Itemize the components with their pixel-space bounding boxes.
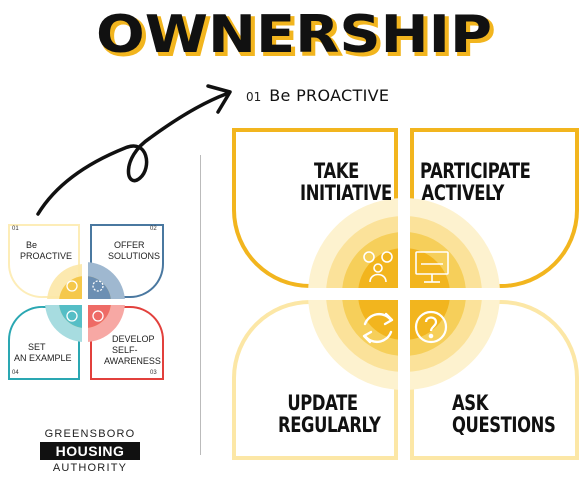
small-petal-label: AN EXAMPLE — [14, 353, 72, 363]
curved-arrow-icon — [36, 84, 232, 216]
divider — [200, 155, 201, 455]
small-petal-number: 02 — [150, 226, 157, 232]
small-lightbulb-icon — [66, 280, 78, 292]
logo-line-3: AUTHORITY — [52, 462, 128, 474]
small-group-icon — [66, 310, 78, 322]
ownership-diagram — [228, 124, 583, 464]
presentation-board-icon — [415, 251, 449, 283]
small-person-icon — [92, 310, 104, 322]
petal-label-participate: PARTICIPATE ACTIVELY — [420, 159, 531, 205]
title-shadow: OWNERSHIP — [99, 8, 495, 64]
step-title: Be PROACTIVE — [269, 86, 390, 105]
question-bubble-icon — [414, 310, 448, 344]
small-petal-number: 01 — [12, 226, 19, 232]
page-title: OWNERSHIP OWNERSHIP — [96, 5, 496, 64]
small-petal-label: Be — [26, 240, 38, 250]
small-petal-label: SET — [28, 342, 46, 352]
petal-label-line: PARTICIPATE — [420, 159, 531, 183]
small-petal-label: AWARENESS — [104, 356, 161, 366]
petal-label-line: UPDATE — [287, 391, 358, 415]
small-petal-number: 03 — [150, 370, 157, 376]
petal-label-line: REGULARLY — [278, 413, 381, 437]
small-petal-label: DEVELOP — [112, 334, 155, 344]
petal-label-line: ACTIVELY — [421, 181, 505, 205]
refresh-icon — [362, 312, 394, 344]
logo-line-2: HOUSING — [40, 442, 140, 460]
people-ideas-icon — [363, 251, 393, 283]
step-number: 01 — [246, 90, 262, 104]
small-petal-label: PROACTIVE — [20, 251, 73, 261]
small-diagram — [4, 222, 168, 382]
small-petal-number: 04 — [12, 370, 19, 376]
petal-label-line: TAKE — [314, 159, 359, 183]
small-petal-label: SOLUTIONS — [108, 251, 161, 261]
logo-line-1: GREENSBORO — [44, 428, 136, 440]
step-heading: 01 Be PROACTIVE — [246, 86, 389, 108]
title-text: OWNERSHIP — [96, 5, 492, 64]
organization-logo: GREENSBORO HOUSING AUTHORITY — [40, 428, 140, 474]
petal-label-take: TAKE INITIATIVE — [300, 160, 392, 204]
small-gear-icon — [92, 280, 104, 292]
petal-label-line: ASK — [452, 391, 489, 415]
small-petal-label: SELF- — [112, 345, 138, 355]
petal-label-line: INITIATIVE — [300, 181, 392, 205]
petal-label-update: UPDATE REGULARLY — [278, 392, 381, 436]
small-petal-label: OFFER — [114, 240, 145, 250]
petal-label-line: QUESTIONS — [452, 413, 556, 437]
petal-label-ask: ASK QUESTIONS — [452, 391, 556, 437]
